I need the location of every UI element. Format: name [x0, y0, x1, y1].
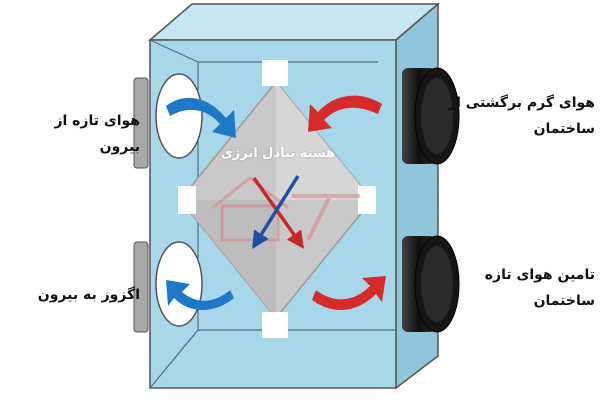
watermark-logo [211, 176, 360, 242]
label-exhaust-to-outside: اگزوز به بیرون [22, 282, 140, 308]
core-arrow-red [252, 176, 305, 249]
arrow-fresh-in [166, 97, 236, 138]
label-supply-line-2: ساختمان [533, 293, 595, 309]
label-fresh-air-text: هوای تازه از بیرون [54, 113, 140, 155]
duct-bottom-right [402, 235, 460, 333]
label-exhaust-text: اگزوز به بیرون [37, 287, 140, 303]
duct-top-right [402, 67, 460, 165]
core-label: هسته تبادل انرژی [220, 146, 336, 161]
label-return-warm-air: هوای گرم برگشتی از ساختمان [445, 90, 595, 142]
arrow-supply-out [312, 276, 386, 311]
label-supply-fresh-air: تامین هوای تازه ساختمان [445, 262, 595, 314]
core-arrow-blue [252, 175, 300, 249]
housing-top-face [147, 3, 441, 41]
arrow-exhaust-out [166, 280, 234, 310]
label-fresh-air-from-outside: هوای تازه از بیرون [12, 108, 140, 160]
arrow-return-in [308, 95, 382, 132]
label-supply-line-1: تامین هوای تازه [484, 267, 595, 283]
left-port-top [133, 73, 203, 169]
label-return-line-1: هوای گرم برگشتی از [448, 95, 595, 111]
label-return-line-2: ساختمان [533, 121, 595, 137]
